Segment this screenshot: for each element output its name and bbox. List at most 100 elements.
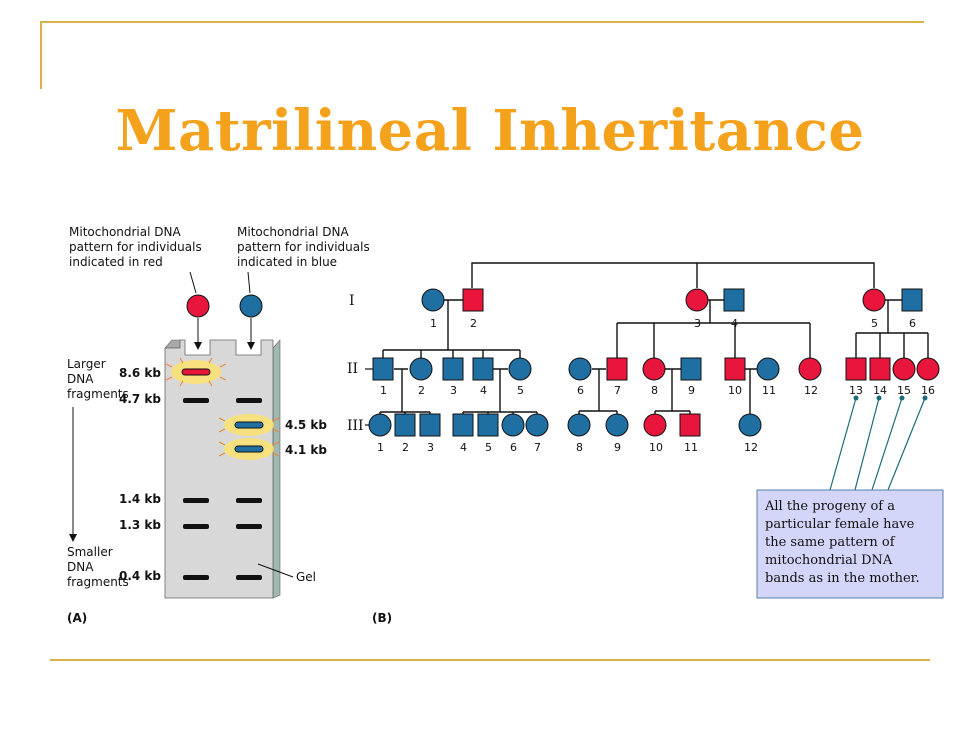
band-8-6-red bbox=[165, 357, 227, 387]
gen3-number-8: 8 bbox=[576, 441, 583, 454]
larger-line-1: Larger bbox=[67, 357, 106, 371]
red-note-line-2: pattern for individuals bbox=[69, 240, 202, 254]
gen3-number-7: 7 bbox=[534, 441, 541, 454]
gen2-female-15 bbox=[892, 357, 916, 381]
blue-sample-circle bbox=[239, 294, 263, 318]
red-note-line-3: indicated in red bbox=[69, 255, 163, 269]
panel-b-caption: (B) bbox=[372, 611, 392, 625]
gen2-number-12: 12 bbox=[804, 384, 818, 397]
gen2-number-16: 16 bbox=[921, 384, 935, 397]
size-label-4-5: 4.5 kb bbox=[285, 418, 327, 432]
gen3-female-8 bbox=[567, 413, 591, 437]
gen1-number-5: 5 bbox=[871, 317, 878, 330]
gen2-number-5: 5 bbox=[517, 384, 524, 397]
gen3-number-4: 4 bbox=[460, 441, 467, 454]
gen2-male-3 bbox=[442, 357, 464, 381]
gen3-number-11: 11 bbox=[684, 441, 698, 454]
gen3-male-2 bbox=[394, 413, 416, 437]
band-0-4-blue bbox=[236, 575, 262, 580]
note-box bbox=[756, 489, 944, 599]
gen3-male-5 bbox=[477, 413, 499, 437]
gen3-female-1 bbox=[368, 413, 392, 437]
gen3-male-3 bbox=[419, 413, 441, 437]
gen2-number-1: 1 bbox=[380, 384, 387, 397]
left-rule bbox=[40, 21, 42, 89]
smaller-line-3: fragments bbox=[67, 575, 129, 589]
generation-label-3: III bbox=[347, 418, 364, 434]
gen3-female-9 bbox=[605, 413, 629, 437]
gen1-female-5 bbox=[862, 288, 886, 312]
red-note-leader bbox=[189, 271, 197, 294]
gen3-number-1: 1 bbox=[377, 441, 384, 454]
size-label-8-6: 8.6 kb bbox=[119, 366, 161, 380]
larger-line-3: fragments bbox=[67, 387, 129, 401]
gen1-number-6: 6 bbox=[909, 317, 916, 330]
gen2-number-8: 8 bbox=[651, 384, 658, 397]
band-4-7-blue bbox=[236, 398, 262, 403]
band-1-3-blue bbox=[236, 524, 262, 529]
gen2-female-5 bbox=[508, 357, 532, 381]
gen1-number-3: 3 bbox=[694, 317, 701, 330]
gen2-female-11 bbox=[756, 357, 780, 381]
gen2-number-6: 6 bbox=[577, 384, 584, 397]
gen2-female-8 bbox=[642, 357, 666, 381]
gen2-male-4 bbox=[472, 357, 494, 381]
generation-label-1: I bbox=[349, 293, 355, 309]
blue-note-line-3: indicated in blue bbox=[237, 255, 337, 269]
pedigree-individuals bbox=[368, 288, 940, 437]
size-label-4-1: 4.1 kb bbox=[285, 443, 327, 457]
gen2-female-2 bbox=[409, 357, 433, 381]
gen3-number-10: 10 bbox=[649, 441, 663, 454]
gen3-number-2: 2 bbox=[402, 441, 409, 454]
generation-label-2: II bbox=[347, 361, 358, 377]
gel-slab bbox=[164, 339, 281, 599]
page-title: Matrilineal Inheritance bbox=[115, 98, 865, 164]
gen2-number-15: 15 bbox=[897, 384, 911, 397]
size-label-1-4: 1.4 kb bbox=[119, 492, 161, 506]
gen2-number-10: 10 bbox=[728, 384, 742, 397]
gen2-male-14 bbox=[869, 357, 891, 381]
gen2-number-4: 4 bbox=[480, 384, 487, 397]
band-1-4-red bbox=[183, 498, 209, 503]
gen1-male-4 bbox=[723, 288, 745, 312]
blue-note-line-2: pattern for individuals bbox=[237, 240, 370, 254]
gen3-number-labels: 1 2 3 4 5 6 7 8 9 10 11 12 bbox=[377, 441, 758, 454]
gen1-number-1: 1 bbox=[430, 317, 437, 330]
gen2-male-7 bbox=[606, 357, 628, 381]
band-4-7-red bbox=[183, 398, 209, 403]
gen2-female-12 bbox=[798, 357, 822, 381]
gen2-number-11: 11 bbox=[762, 384, 776, 397]
gen1-number-2: 2 bbox=[470, 317, 477, 330]
gen2-number-labels: 1 2 3 4 5 6 7 8 9 10 11 12 13 14 15 16 bbox=[380, 384, 935, 397]
note-line-2: particular female have bbox=[765, 517, 915, 532]
red-sample-circle bbox=[186, 294, 210, 318]
band-0-4-red bbox=[183, 575, 209, 580]
gen1-female-1 bbox=[421, 288, 445, 312]
size-label-0-4: 0.4 kb bbox=[119, 569, 161, 583]
top-rule bbox=[40, 21, 924, 23]
larger-line-2: DNA bbox=[67, 372, 94, 386]
band-1-3-red bbox=[183, 524, 209, 529]
gen3-number-9: 9 bbox=[614, 441, 621, 454]
note-pointers bbox=[829, 395, 928, 491]
gen2-male-13 bbox=[845, 357, 867, 381]
gel-label: Gel bbox=[296, 570, 316, 584]
gen2-number-13: 13 bbox=[849, 384, 863, 397]
smaller-line-1: Smaller bbox=[67, 545, 113, 559]
gen3-female-10 bbox=[643, 413, 667, 437]
gen3-female-12 bbox=[738, 413, 762, 437]
gen1-female-3 bbox=[685, 288, 709, 312]
gen3-number-6: 6 bbox=[510, 441, 517, 454]
gen2-female-6 bbox=[568, 357, 592, 381]
blue-note-leader bbox=[247, 271, 251, 294]
gen2-male-9 bbox=[680, 357, 702, 381]
gen1-male-6 bbox=[901, 288, 923, 312]
gen2-male-1 bbox=[372, 357, 394, 381]
gen1-male-2 bbox=[462, 288, 484, 312]
bottom-rule bbox=[50, 659, 930, 661]
note-line-1: All the progeny of a bbox=[764, 499, 895, 514]
gen1-number-4: 4 bbox=[731, 317, 738, 330]
gen3-male-4 bbox=[452, 413, 474, 437]
smaller-line-2: DNA bbox=[67, 560, 94, 574]
